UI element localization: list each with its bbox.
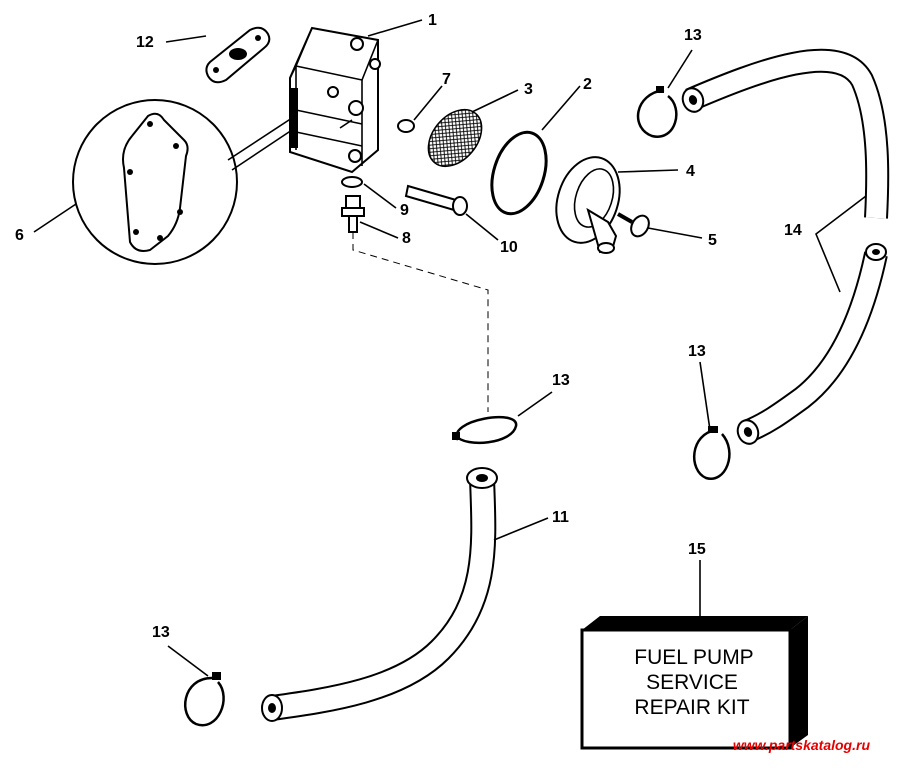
callout-6: 6 bbox=[15, 227, 24, 244]
callout-8: 8 bbox=[402, 230, 411, 247]
part-13-clamp-lower bbox=[183, 672, 225, 727]
part-5-screw bbox=[617, 212, 650, 238]
callout-4: 4 bbox=[686, 163, 695, 180]
callout-3: 3 bbox=[524, 81, 533, 98]
routing-dashed-line bbox=[352, 232, 489, 412]
callout-1: 1 bbox=[428, 12, 437, 29]
callout-15: 15 bbox=[688, 541, 706, 558]
part-3-screen bbox=[427, 108, 483, 168]
kit-label-line1: FUEL PUMP bbox=[634, 646, 753, 669]
callout-13-lower: 13 bbox=[152, 624, 170, 641]
part-2-o-ring bbox=[490, 130, 548, 216]
callout-2: 2 bbox=[583, 76, 592, 93]
part-14-lower-hose bbox=[736, 243, 888, 445]
callout-11: 11 bbox=[552, 509, 569, 526]
part-11-hose bbox=[261, 467, 498, 722]
callout-13-upper: 13 bbox=[684, 27, 702, 44]
part-12-plate bbox=[205, 26, 271, 84]
part-15-kit-box bbox=[580, 616, 808, 750]
part-13-clamp-middle bbox=[452, 415, 518, 444]
part-13-clamp-upper bbox=[636, 86, 678, 138]
callout-13-right: 13 bbox=[688, 343, 706, 360]
part-9-o-ring bbox=[341, 176, 363, 188]
callout-numbers: 1 2 3 4 5 6 7 8 9 10 11 12 13 13 13 13 1… bbox=[15, 12, 802, 641]
callout-7: 7 bbox=[442, 71, 451, 88]
callout-10: 10 bbox=[500, 239, 518, 256]
part-7-o-ring bbox=[397, 119, 415, 133]
callout-9: 9 bbox=[400, 202, 409, 219]
part-14-upper-hose bbox=[681, 48, 890, 219]
callout-12: 12 bbox=[136, 34, 154, 51]
part-8-fitting bbox=[341, 195, 365, 233]
part-10-bolt bbox=[404, 184, 468, 216]
part-13-clamp-right bbox=[693, 426, 731, 480]
callout-13-middle: 13 bbox=[552, 372, 570, 389]
leader-lines bbox=[33, 19, 867, 677]
kit-label-line2: SERVICE bbox=[646, 671, 738, 694]
watermark-text: www.partskatalog.ru bbox=[733, 737, 871, 753]
kit-label: FUEL PUMP SERVICE REPAIR KIT bbox=[634, 646, 753, 719]
part-1-pump-body bbox=[289, 26, 381, 174]
part-6-gasket-detail bbox=[72, 99, 293, 265]
callout-14: 14 bbox=[784, 222, 802, 239]
part-4-cover bbox=[555, 156, 621, 254]
callout-5: 5 bbox=[708, 232, 717, 249]
kit-label-line3: REPAIR KIT bbox=[634, 696, 749, 719]
